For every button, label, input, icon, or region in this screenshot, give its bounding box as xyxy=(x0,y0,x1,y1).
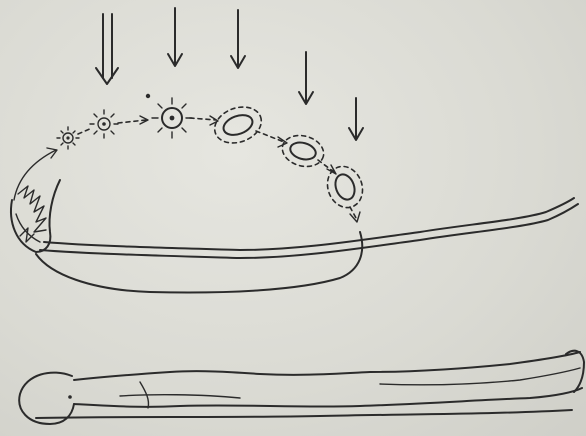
arrow-down-icon xyxy=(349,98,363,140)
spine-channel xyxy=(36,198,578,292)
stage-oval-icon xyxy=(210,101,267,149)
stage-circle-icon xyxy=(57,127,79,149)
arrow-down-icon xyxy=(168,8,182,66)
double-arrow-icon xyxy=(96,14,118,84)
stage-circle-icon xyxy=(146,94,192,138)
energy-stages xyxy=(57,94,368,213)
connector-arrows xyxy=(78,116,360,222)
arrow-down-icon xyxy=(231,10,245,68)
arrow-down-icon xyxy=(299,52,313,104)
spine-coil xyxy=(11,180,60,252)
stage-circle-icon xyxy=(90,110,118,138)
stage-oval-icon xyxy=(322,161,368,212)
stage-oval-icon xyxy=(279,131,327,171)
reclining-body xyxy=(19,351,584,424)
